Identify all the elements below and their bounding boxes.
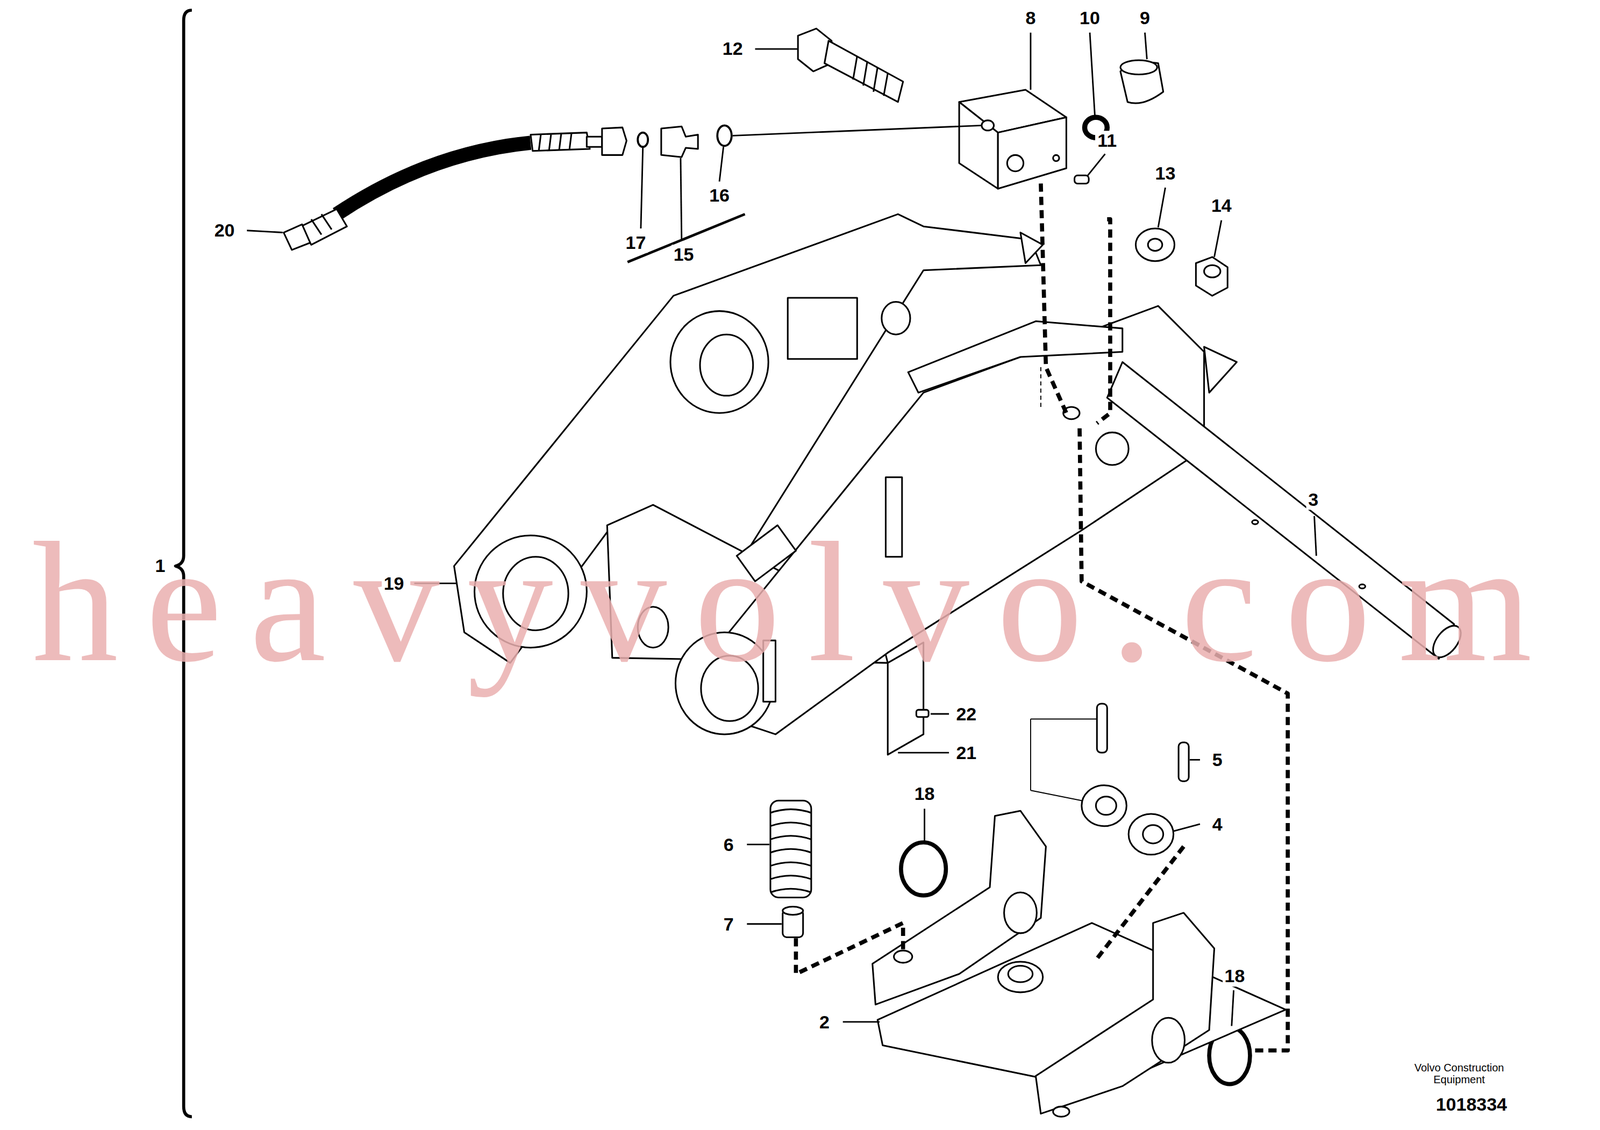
callout-number: 15 bbox=[671, 245, 697, 266]
callout-number: 9 bbox=[1137, 8, 1153, 28]
fitting bbox=[661, 126, 698, 157]
nut bbox=[1195, 256, 1228, 296]
pin-small bbox=[1074, 175, 1090, 184]
ring bbox=[1128, 813, 1174, 855]
ring bbox=[1081, 785, 1127, 827]
callout-number: 6 bbox=[721, 834, 737, 855]
watermark: heavyvolvo.com bbox=[32, 507, 1560, 697]
figure-number: 1018334 bbox=[1433, 1095, 1510, 1116]
hose bbox=[283, 127, 627, 250]
callout-number: 17 bbox=[623, 232, 649, 253]
screw bbox=[916, 709, 929, 717]
washer-hole bbox=[1147, 238, 1163, 252]
callout-number: 20 bbox=[212, 220, 238, 241]
callout-number: 1 bbox=[153, 556, 168, 577]
ring-hole bbox=[1143, 825, 1164, 844]
nut-hole bbox=[1204, 265, 1221, 278]
seal-ring bbox=[901, 842, 947, 896]
callout-number: 4 bbox=[1210, 814, 1225, 835]
callout-number: 18 bbox=[1222, 966, 1248, 987]
callout-number: 10 bbox=[1077, 8, 1103, 28]
callout-number: 13 bbox=[1153, 163, 1178, 184]
callout-number: 3 bbox=[1305, 489, 1321, 510]
spring bbox=[770, 800, 812, 898]
callout-number: 14 bbox=[1209, 196, 1234, 217]
callout-number: 11 bbox=[1095, 130, 1119, 151]
pin-small bbox=[1178, 742, 1189, 782]
callout-number: 21 bbox=[953, 743, 979, 763]
callout-number: 7 bbox=[721, 914, 737, 935]
callout-number: 8 bbox=[1023, 8, 1038, 28]
o-ring bbox=[637, 132, 648, 148]
callout-number: 2 bbox=[817, 1012, 832, 1033]
bolt bbox=[797, 28, 903, 103]
publisher-note: Volvo Construction Equipment bbox=[1389, 1061, 1529, 1086]
bushing-top bbox=[782, 906, 804, 916]
callout-number: 19 bbox=[381, 573, 407, 594]
plug-top bbox=[1120, 60, 1157, 75]
callout-number: 22 bbox=[953, 704, 979, 725]
ring-hole bbox=[1095, 796, 1117, 816]
valve-block bbox=[959, 89, 1067, 189]
callout-number: 5 bbox=[1210, 750, 1225, 770]
locking-wedge bbox=[872, 810, 1287, 1117]
washer bbox=[1135, 228, 1175, 262]
callout-number: 18 bbox=[912, 783, 938, 804]
callout-number: 16 bbox=[706, 186, 732, 206]
pin-small bbox=[1096, 703, 1107, 753]
callout-number: 12 bbox=[720, 38, 746, 59]
o-ring bbox=[717, 125, 732, 146]
